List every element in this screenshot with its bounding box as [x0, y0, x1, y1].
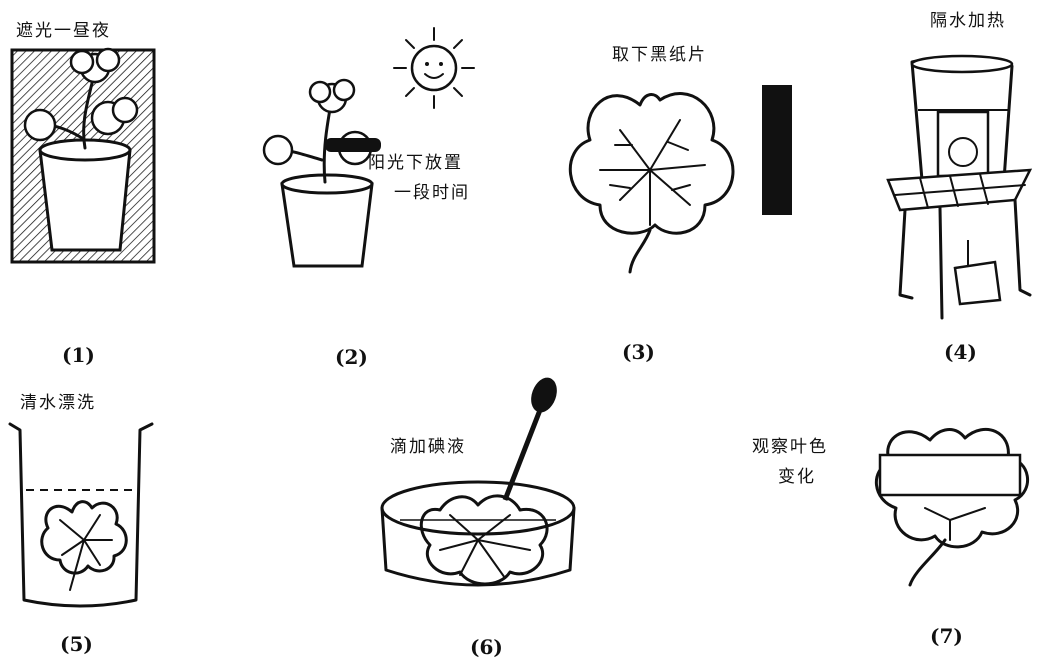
step-2-caption-line2: 一段时间 — [394, 183, 470, 203]
step-2-caption-line1: 阳光下放置 — [368, 153, 463, 173]
step-7-number: (7) — [930, 624, 963, 648]
step-3-number: (3) — [622, 340, 655, 364]
step-4-caption: 隔水加热 — [930, 11, 1006, 31]
step-4-number: (4) — [944, 340, 977, 364]
step-6-caption: 滴加碘液 — [390, 437, 466, 457]
step-5-caption: 清水漂洗 — [20, 393, 96, 413]
step-6-number: (6) — [470, 635, 503, 659]
step-1-caption: 遮光一昼夜 — [16, 21, 111, 41]
step-5-number: (5) — [60, 632, 93, 656]
step-7-caption-line2: 变化 — [778, 467, 816, 487]
step-2-number: (2) — [335, 345, 368, 369]
step-3-caption: 取下黑纸片 — [612, 45, 707, 65]
step-1-number: (1) — [62, 343, 95, 367]
step-7-caption-line1: 观察叶色 — [752, 437, 828, 457]
